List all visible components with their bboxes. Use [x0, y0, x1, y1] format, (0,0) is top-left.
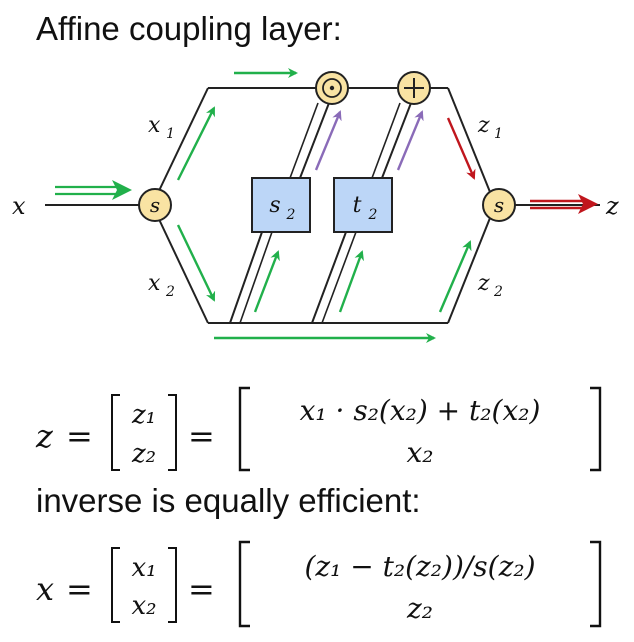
- diagram-title: Affine coupling layer:: [36, 10, 342, 47]
- svg-text:z: z: [35, 417, 54, 455]
- svg-text:x: x: [148, 271, 161, 296]
- upper-branch-label: x 1: [148, 113, 175, 142]
- svg-text:=: =: [188, 417, 215, 455]
- arrow-out-upper: [446, 117, 476, 180]
- svg-text:=: =: [188, 570, 215, 608]
- svg-text:2: 2: [165, 284, 175, 300]
- input-label: x: [12, 192, 26, 220]
- lower-branch-line: [156, 214, 209, 324]
- svg-text:s: s: [494, 193, 504, 217]
- upper-branch-line: [156, 87, 209, 196]
- arrow-out-lower: [438, 240, 472, 313]
- svg-text:z₂: z₂: [406, 592, 433, 625]
- svg-text:z₁: z₁: [131, 400, 156, 430]
- svg-text:z₂: z₂: [131, 439, 156, 469]
- coupling-diagram: s s s 2 t 2 x z x 1 x 2 z 1 z: [12, 68, 619, 343]
- svg-text:1: 1: [494, 126, 503, 142]
- arrow-s2-stem: [253, 250, 280, 313]
- svg-text:z: z: [477, 271, 490, 296]
- scale-box-s2: s 2: [251, 177, 311, 233]
- inverse-note: inverse is equally efficient:: [36, 482, 421, 519]
- add-op-node: [397, 71, 431, 105]
- svg-text:x: x: [148, 113, 161, 138]
- merge-node: s: [482, 188, 516, 222]
- svg-text:2: 2: [493, 284, 503, 300]
- svg-text:z: z: [477, 113, 490, 138]
- svg-text:x₂: x₂: [131, 591, 156, 621]
- stem-t2: [311, 231, 347, 324]
- svg-text:2: 2: [368, 207, 378, 223]
- svg-text:=: =: [66, 570, 93, 608]
- inverse-eq: x = x₁ x₂ = (z₁ − t₂(z₂))/s(z₂) z₂: [36, 540, 602, 628]
- arrow-s2-param: [314, 110, 342, 171]
- stem-t2-op: [381, 102, 412, 179]
- split-node: s: [138, 188, 172, 222]
- svg-text:2: 2: [286, 207, 296, 223]
- stem-s2: [229, 231, 263, 324]
- out-upper-line: [447, 87, 491, 193]
- svg-text:x₁: x₁: [131, 553, 156, 583]
- svg-text:=: =: [66, 417, 93, 455]
- arrow-t2-param: [396, 110, 424, 171]
- out-upper-label: z 1: [477, 113, 503, 142]
- svg-text:t: t: [353, 193, 362, 218]
- out-lower-label: z 2: [477, 271, 503, 300]
- svg-text:s: s: [269, 193, 280, 218]
- arrow-t2-stem: [338, 250, 364, 313]
- svg-text:x: x: [36, 570, 54, 608]
- lower-branch-label: x 2: [148, 271, 175, 300]
- shift-box-t2: t 2: [333, 177, 393, 233]
- multiply-op-node: [315, 71, 349, 105]
- svg-text:s: s: [150, 193, 160, 217]
- stem-s2-op: [299, 102, 330, 179]
- svg-text:x₁ · s₂(x₂) + t₂(x₂): x₁ · s₂(x₂) + t₂(x₂): [300, 394, 541, 427]
- svg-text:x₂: x₂: [406, 436, 433, 469]
- output-label: z: [605, 192, 619, 220]
- svg-text:1: 1: [166, 126, 175, 142]
- out-lower-line: [447, 217, 491, 324]
- svg-text:(z₁ − t₂(z₂))/s(z₂): (z₁ − t₂(z₂))/s(z₂): [304, 550, 535, 583]
- arrow-lower-branch: [176, 224, 216, 302]
- forward-eq: z = z₁ z₂ = x₁ · s₂(x₂) + t₂(x₂) x₂: [35, 386, 602, 472]
- arrow-upper-branch: [176, 106, 216, 181]
